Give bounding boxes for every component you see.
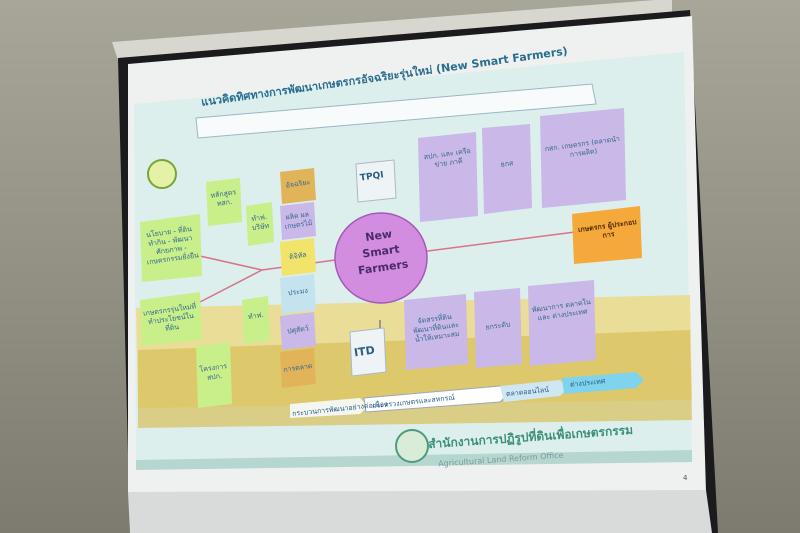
- itd-box: [349, 327, 387, 377]
- slide-number: 4: [683, 474, 688, 482]
- alro-network-box: [418, 132, 478, 222]
- fishery-box: [280, 274, 316, 314]
- course-box: [206, 178, 242, 226]
- connector-line: [419, 231, 576, 253]
- young-farmer-box: [140, 292, 202, 346]
- project-box: [196, 342, 232, 408]
- policy-label: นโยบาย - ที่ดินทำกิน - พัฒนาศักยภาพ - เก…: [145, 224, 200, 267]
- market-development-box: [528, 280, 596, 366]
- land-allocation-box: [404, 294, 468, 370]
- smart-box: [280, 168, 316, 204]
- tpqi-box: [355, 159, 397, 203]
- arrow-shape: [562, 372, 644, 394]
- entrepreneur-farmer-box: [572, 206, 642, 264]
- company-label: ทำฟ. บริษัท: [250, 212, 270, 233]
- marketing-box: [280, 348, 316, 388]
- screen-housing: [112, 0, 672, 60]
- doae-box: [540, 108, 626, 208]
- arrow-shape: [500, 380, 568, 402]
- new-smart-farmers-circle: [334, 212, 428, 304]
- connector-line: [199, 255, 263, 271]
- company-box: [246, 202, 274, 246]
- title-bar: [195, 83, 597, 139]
- baac-box: [482, 124, 532, 214]
- policy-box: [140, 214, 202, 282]
- alro-logo-icon: [147, 159, 177, 189]
- produce-box: [280, 202, 316, 240]
- screen-lower: [128, 490, 712, 533]
- connector-line: [199, 269, 263, 303]
- tf-box: [242, 296, 270, 344]
- livestock-box: [280, 312, 316, 350]
- upgrade-box: [474, 288, 522, 368]
- alro-footer-logo-icon: [395, 429, 429, 463]
- arrow-shape: [290, 398, 368, 418]
- digital-box: [280, 238, 316, 276]
